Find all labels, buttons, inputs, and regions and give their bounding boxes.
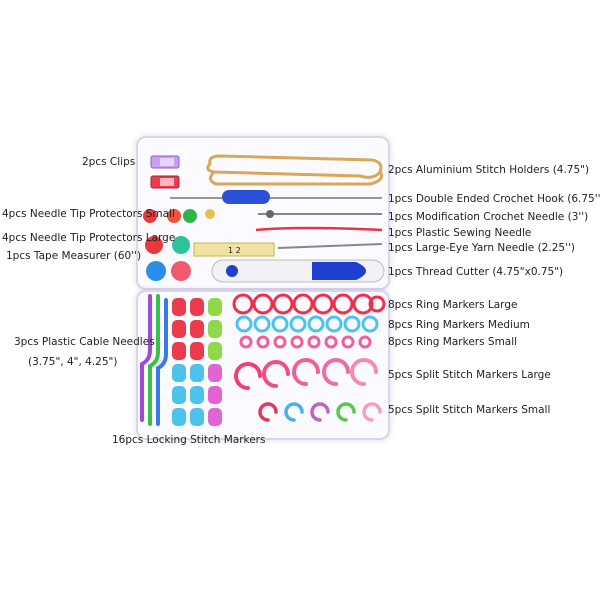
ring-markers-medium-label: 8pcs Ring Markers Medium bbox=[388, 319, 530, 331]
sewing-needle-icon bbox=[255, 226, 383, 232]
needle-tip-protectors-small-icon bbox=[143, 209, 215, 223]
svg-text:1 2: 1 2 bbox=[228, 246, 241, 255]
split-markers-small-label: 5pcs Split Stitch Markers Small bbox=[388, 404, 551, 416]
needle-tip-small-label: 4pcs Needle Tip Protectors Small bbox=[2, 208, 175, 220]
stitch-holders-icon bbox=[206, 154, 384, 186]
split-markers-large-icon bbox=[234, 358, 378, 390]
cable-needles-sizes-label: (3.75", 4", 4.25") bbox=[28, 356, 118, 368]
crochet-hook-icon bbox=[170, 190, 382, 204]
locking-markers-label: 16pcs Locking Stitch Markers bbox=[112, 434, 266, 446]
tape-measurer-icon: 1 2 bbox=[193, 242, 275, 257]
ring-markers-large-icon bbox=[232, 293, 386, 315]
ring-markers-small-label: 8pcs Ring Markers Small bbox=[388, 336, 518, 348]
modification-needle-label: 1pcs Modification Crochet Needle (3'') bbox=[388, 211, 589, 223]
thread-cutter-icon bbox=[211, 259, 385, 283]
needle-tip-protectors-large-icon bbox=[145, 236, 191, 281]
ring-markers-small-icon bbox=[239, 335, 372, 349]
tape-measurer-label: 1pcs Tape Measurer (60'') bbox=[6, 250, 142, 262]
modification-needle-icon bbox=[258, 210, 382, 218]
ring-markers-large-label: 8pcs Ring Markers Large bbox=[388, 299, 518, 311]
cable-needles-label: 3pcs Plastic Cable Needles bbox=[14, 336, 155, 348]
yarn-needle-icon bbox=[277, 243, 383, 249]
split-markers-small-icon bbox=[258, 402, 382, 422]
sewing-needle-label: 1pcs Plastic Sewing Needle bbox=[388, 227, 532, 239]
yarn-needle-label: 1pcs Large-Eye Yarn Needle (2.25'') bbox=[388, 242, 575, 254]
split-markers-large-label: 5pcs Split Stitch Markers Large bbox=[388, 369, 551, 381]
clips-label: 2pcs Clips bbox=[82, 156, 136, 168]
locking-markers-icon bbox=[172, 298, 222, 426]
needle-tip-large-label: 4pcs Needle Tip Protectors Large bbox=[2, 232, 176, 244]
ring-markers-medium-icon bbox=[235, 315, 379, 333]
stitch-holders-label: 2pcs Aluminium Stitch Holders (4.75") bbox=[388, 164, 590, 176]
clips-icon bbox=[150, 155, 180, 189]
crochet-hook-label: 1pcs Double Ended Crochet Hook (6.75'') bbox=[388, 193, 600, 205]
thread-cutter-label: 1pcs Thread Cutter (4.75"x0.75") bbox=[388, 266, 564, 278]
cable-needles-icon bbox=[140, 294, 168, 426]
